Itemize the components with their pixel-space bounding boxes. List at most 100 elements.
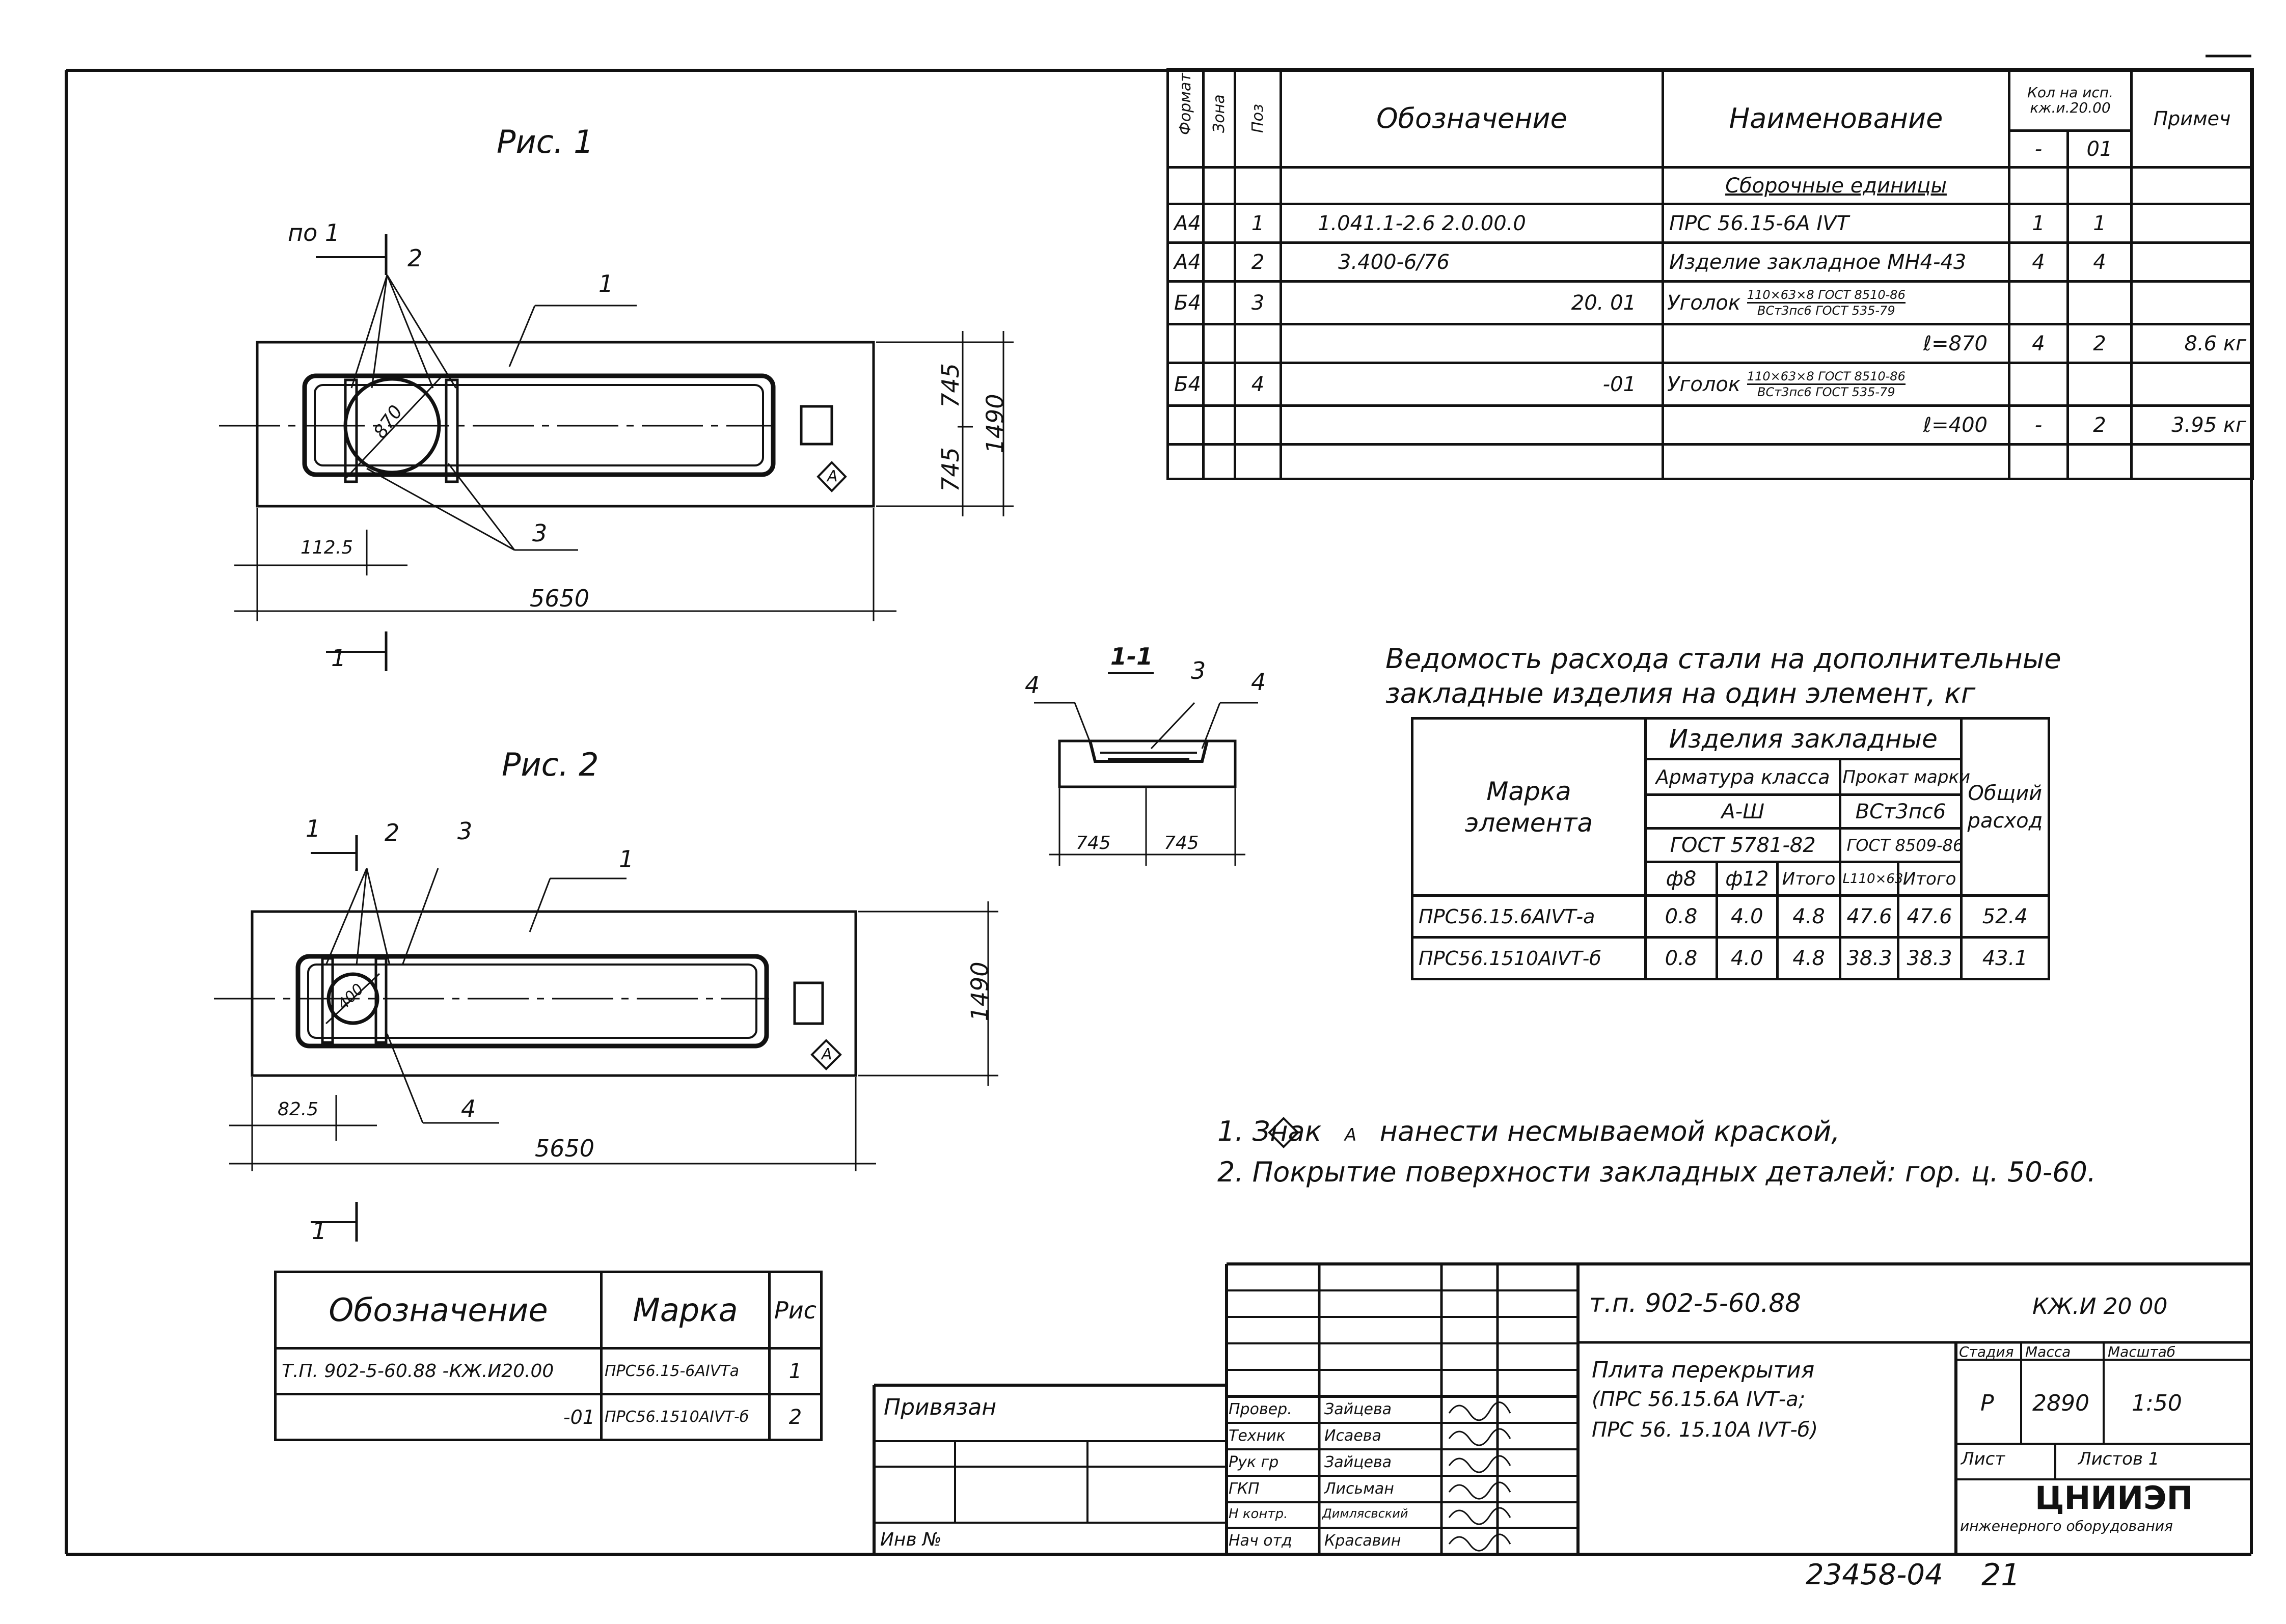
steel-h-items: Изделия закладные [1644, 717, 1963, 760]
steel-angle: 38.3 [1839, 936, 1899, 980]
spec-name: ℓ=400 [1662, 404, 2010, 446]
spec-h-pos: Поз [1234, 68, 1282, 169]
steel-c-d8: ф8 [1644, 861, 1719, 897]
steel-title-line2: закладные изделия на один элемент, кг [1385, 677, 1976, 709]
spec-name: Изделие закладное МН4-43 [1662, 241, 2010, 283]
fig1-dim-offset: 112.5 [301, 537, 353, 558]
spec-format: А4 [1166, 203, 1205, 244]
steel-d8: 0.8 [1644, 894, 1719, 939]
marks-h-designation: Обозначение [274, 1271, 603, 1350]
steel-c-d12: ф12 [1716, 861, 1779, 897]
steel-total: 52.4 [1960, 894, 2051, 939]
spec-note [2130, 241, 2254, 283]
steel-h-total: Общий расход [1960, 717, 2051, 897]
spec-note [2130, 362, 2254, 407]
spec-designation: 3.400-6/76 [1280, 241, 1664, 283]
spec-row: ℓ=400 - 2 3.95 кг [1166, 404, 2254, 446]
spec-qty-b: 2 [2066, 323, 2133, 364]
fig2-sign-letter: А [822, 1045, 832, 1063]
stamp-h-stage: Стадия [1959, 1343, 2014, 1360]
fig1-title: Рис. 1 [497, 123, 594, 160]
spec-h-note: Примеч [2130, 68, 2254, 169]
stamp-role: Техник [1229, 1427, 1286, 1445]
fig1-dim-h2: 745 [936, 447, 964, 492]
spec-format: Б4 [1166, 362, 1205, 407]
spec-qty-a [2008, 280, 2069, 325]
spec-qty-b: 1 [2066, 203, 2133, 244]
steel-d12: 4.0 [1716, 894, 1779, 939]
spec-frac-top: 110×63×8 ГОСТ 8510-86 [1747, 288, 1906, 304]
fig1-dim-h1: 745 [936, 363, 964, 408]
marks-table: Обозначение Марка Рис Т.П. 902-5-60.88 -… [274, 1271, 823, 1441]
spec-h-name: Наименование [1662, 68, 2010, 169]
stamp-person: Димлясвский [1322, 1506, 1408, 1521]
fig2-callout-3: 3 [457, 817, 473, 845]
spec-h-qty-a: - [2008, 129, 2069, 169]
stamp-role: Провер. [1229, 1400, 1292, 1418]
section11-dim-right: 745 [1164, 833, 1199, 854]
marks-mark: ПРС56.15-6АIVТа [600, 1347, 771, 1395]
stamp-person: Исаева [1324, 1427, 1381, 1445]
stamp-org: ЦНИИЭП [2035, 1479, 2193, 1517]
stamp-role: Н контр. [1229, 1506, 1288, 1522]
fig2-drawing [214, 835, 998, 1242]
stamp-sheets: Листов 1 [2078, 1449, 2160, 1469]
spec-h-qty-b: 01 [2066, 129, 2133, 169]
fig2-callout-2: 2 [385, 819, 400, 846]
spec-row: А4 2 3.400-6/76 Изделие закладное МН4-43… [1166, 241, 2254, 283]
steel-sum2: 38.3 [1896, 936, 1963, 980]
spec-pos: 3 [1234, 280, 1282, 325]
section11-drawing [1034, 672, 1258, 866]
fig1-callout-2: 2 [407, 244, 423, 272]
spec-qty-a [2008, 362, 2069, 407]
steel-h-rolled-gost: ГОСТ 8509-86 [1839, 827, 1963, 863]
fig1-sign-letter: А [827, 467, 838, 485]
spec-note [2130, 280, 2254, 325]
stamp-title-line1: Плита перекрытия [1592, 1357, 1815, 1383]
spec-pos: 1 [1234, 203, 1282, 244]
steel-sum1: 4.8 [1776, 894, 1842, 939]
steel-row: ПРС56.1510АIVТ-б 0.8 4.0 4.8 38.3 38.3 4… [1411, 936, 2051, 980]
spec-qty-b: 4 [2066, 241, 2133, 283]
marks-designation: Т.П. 902-5-60.88 -КЖ.И20.00 [274, 1347, 603, 1395]
fig2-dim-length: 5650 [535, 1135, 595, 1162]
spec-name: ПРС 56.15-6А IVТ [1662, 203, 2010, 244]
steel-h-rolled: Прокат марки [1839, 758, 1970, 796]
spec-name: ℓ=870 [1662, 323, 2010, 364]
steel-angle: 47.6 [1839, 894, 1899, 939]
fig2-dim-total-h: 1490 [966, 961, 994, 1022]
stamp-h-scale: Масштаб [2108, 1343, 2176, 1360]
steel-h-rolled-grade: ВСт3пс6 [1839, 793, 1963, 830]
stamp-role: ГКП [1229, 1480, 1260, 1498]
spec-designation: 20. 01 [1280, 280, 1664, 325]
fig1-callout-1: 1 [598, 270, 614, 297]
stamp-grid [873, 1262, 2251, 1554]
steel-mark: ПРС56.1510АIVТ-б [1411, 936, 1647, 980]
steel-h-mark: Марка элемента [1411, 717, 1647, 897]
section11-callout-3: 3 [1191, 657, 1206, 684]
steel-c-sum1: Итого [1776, 861, 1842, 897]
marks-row: -01 ПРС56.1510АIVТ-б 2 [274, 1393, 823, 1441]
marks-designation: -01 [274, 1393, 603, 1441]
fig1-cut-bottom: 1 [331, 644, 346, 672]
stamp-inv: Инв № [880, 1529, 942, 1550]
spec-format: А4 [1166, 241, 1205, 283]
fig2-callout-1: 1 [619, 845, 634, 873]
spec-section-title: Сборочные единицы [1662, 166, 2010, 205]
fig2-callout-4: 4 [461, 1095, 476, 1122]
steel-mark: ПРС56.15.6АIVТ-а [1411, 894, 1647, 939]
spec-qty-b: 2 [2066, 404, 2133, 446]
stamp-person: Лисьман [1324, 1480, 1394, 1498]
spec-frac-top: 110×63×8 ГОСТ 8510-86 [1747, 369, 1906, 385]
spec-row: ℓ=870 4 2 8.6 кг [1166, 323, 2254, 364]
spec-qty-b [2066, 280, 2133, 325]
steel-h-rebar-gost: ГОСТ 5781-82 [1644, 827, 1842, 863]
spec-note: 3.95 кг [2130, 404, 2254, 446]
stamp-person: Красавин [1324, 1532, 1401, 1550]
steel-d12: 4.0 [1716, 936, 1779, 980]
steel-row: ПРС56.15.6АIVТ-а 0.8 4.0 4.8 47.6 47.6 5… [1411, 894, 2051, 939]
note-1: 1. Знак А нанести несмываемой краской, [1217, 1115, 1840, 1147]
steel-h-rebar: Арматура класса [1644, 758, 1842, 796]
section11-dim-left: 745 [1076, 833, 1111, 854]
